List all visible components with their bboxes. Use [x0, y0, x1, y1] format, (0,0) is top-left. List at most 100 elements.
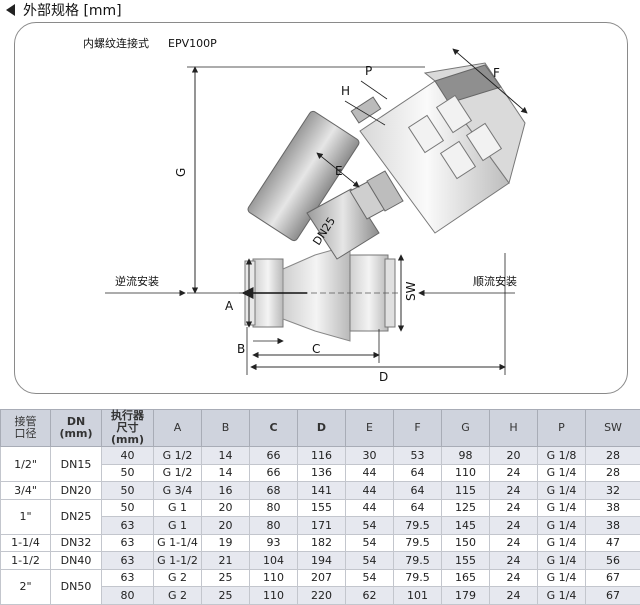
header-b: B	[202, 410, 250, 447]
table-cell: 68	[250, 482, 298, 500]
table-cell: G 1/2	[154, 447, 202, 465]
header-g: G	[442, 410, 490, 447]
section-header: 外部规格 [mm]	[6, 0, 122, 20]
table-cell: 79.5	[394, 569, 442, 587]
table-cell: G 1	[154, 499, 202, 517]
table-cell: 80	[102, 587, 154, 605]
table-cell: G 2	[154, 569, 202, 587]
table-cell: 25	[202, 569, 250, 587]
table-cell: 20	[490, 447, 538, 465]
table-cell: 116	[298, 447, 346, 465]
table-cell: 110	[250, 587, 298, 605]
table-cell: 66	[250, 464, 298, 482]
table-cell: 24	[490, 587, 538, 605]
cell-pipe: 3/4"	[1, 482, 51, 500]
table-cell: 19	[202, 534, 250, 552]
table-cell: 53	[394, 447, 442, 465]
dim-c-label: C	[312, 342, 320, 356]
table-cell: 155	[442, 552, 490, 570]
table-cell: 80	[250, 499, 298, 517]
table-cell: 104	[250, 552, 298, 570]
table-cell: 32	[586, 482, 640, 500]
table-cell: 24	[490, 464, 538, 482]
header-pipe: 接管口径	[1, 410, 51, 447]
dim-d-label: D	[379, 370, 388, 384]
table-cell: 67	[586, 569, 640, 587]
valve-body	[239, 245, 400, 341]
table-cell: 47	[586, 534, 640, 552]
section-title: 外部规格 [mm]	[23, 0, 122, 20]
cell-dn: DN32	[51, 534, 102, 552]
table-cell: 64	[394, 499, 442, 517]
header-d: D	[298, 410, 346, 447]
table-cell: 54	[346, 552, 394, 570]
table-cell: 50	[102, 464, 154, 482]
table-cell: 54	[346, 534, 394, 552]
table-cell: 79.5	[394, 552, 442, 570]
model-label: EPV100P	[168, 37, 217, 50]
dim-e-label: E	[335, 164, 343, 178]
table-cell: 25	[202, 587, 250, 605]
table-cell: 63	[102, 569, 154, 587]
table-cell: 207	[298, 569, 346, 587]
cell-pipe: 1-1/4	[1, 534, 51, 552]
cell-dn: DN15	[51, 447, 102, 482]
dim-b-label: B	[237, 342, 245, 356]
table-cell: G 1/4	[538, 534, 586, 552]
table-cell: 80	[250, 517, 298, 535]
table-cell: 54	[346, 569, 394, 587]
table-cell: 44	[346, 464, 394, 482]
dim-p-label: P	[365, 64, 372, 78]
table-cell: G 1/4	[538, 552, 586, 570]
table-cell: 24	[490, 552, 538, 570]
table-cell: G 1-1/2	[154, 552, 202, 570]
table-cell: 20	[202, 517, 250, 535]
table-cell: 63	[102, 552, 154, 570]
dim-sw-label: SW	[404, 281, 418, 301]
table-cell: 150	[442, 534, 490, 552]
table-cell: G 1/4	[538, 464, 586, 482]
table-cell: G 1/8	[538, 447, 586, 465]
table-cell: G 3/4	[154, 482, 202, 500]
dim-h-label: H	[341, 84, 350, 98]
dim-a-label: A	[225, 299, 234, 313]
table-cell: 79.5	[394, 534, 442, 552]
header-dn: DN(mm)	[51, 410, 102, 447]
table-cell: 16	[202, 482, 250, 500]
table-cell: 66	[250, 447, 298, 465]
cell-dn: DN50	[51, 569, 102, 604]
table-cell: 56	[586, 552, 640, 570]
spec-table: 接管口径 DN(mm) 执行器尺寸(mm) A B C D E F G H P …	[0, 409, 640, 605]
table-cell: 101	[394, 587, 442, 605]
table-cell: 145	[442, 517, 490, 535]
table-cell: 24	[490, 482, 538, 500]
cell-pipe: 1"	[1, 499, 51, 534]
table-cell: 141	[298, 482, 346, 500]
table-cell: 54	[346, 517, 394, 535]
spec-table-header: 接管口径 DN(mm) 执行器尺寸(mm) A B C D E F G H P …	[1, 410, 640, 447]
table-cell: 179	[442, 587, 490, 605]
table-cell: 24	[490, 534, 538, 552]
technical-drawing: 内螺纹连接式 EPV100P DN25	[14, 22, 628, 394]
table-cell: G 1/4	[538, 569, 586, 587]
table-cell: 110	[442, 464, 490, 482]
table-cell: 50	[102, 482, 154, 500]
connection-type-label: 内螺纹连接式	[83, 36, 149, 50]
valve-drawing-svg: 内螺纹连接式 EPV100P DN25	[15, 23, 627, 393]
table-cell: 14	[202, 464, 250, 482]
table-cell: 194	[298, 552, 346, 570]
table-cell: G 1-1/4	[154, 534, 202, 552]
table-cell: G 1/4	[538, 482, 586, 500]
table-cell: 165	[442, 569, 490, 587]
table-cell: 20	[202, 499, 250, 517]
table-cell: 136	[298, 464, 346, 482]
table-cell: 110	[250, 569, 298, 587]
table-cell: 24	[490, 499, 538, 517]
header-actuator: 执行器尺寸(mm)	[102, 410, 154, 447]
header-h: H	[490, 410, 538, 447]
table-cell: 62	[346, 587, 394, 605]
